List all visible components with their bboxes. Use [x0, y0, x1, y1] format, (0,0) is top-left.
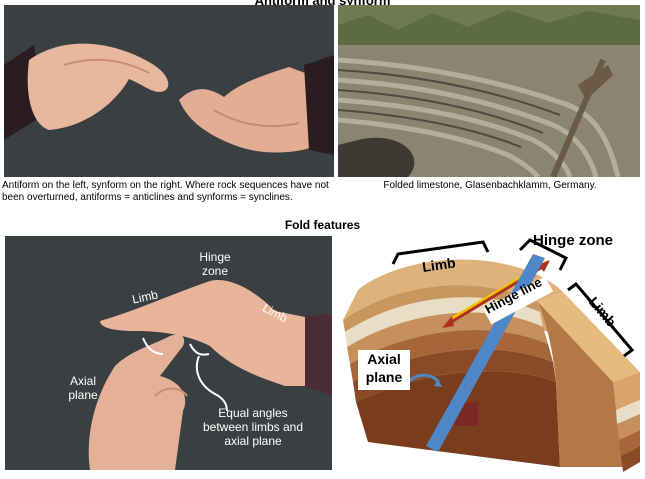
top-title: Antiform and synform: [254, 0, 391, 8]
caption-left: Antiform on the left, synform on the rig…: [2, 180, 329, 203]
hands-antiform-synform-photo: [4, 5, 334, 177]
section-title: Fold features: [284, 218, 361, 232]
label-block-hinge-zone: Hinge zone: [533, 232, 613, 249]
label-block-limb-top: Limb: [421, 254, 456, 275]
folded-limestone-photo: [338, 5, 640, 177]
caption-right: Folded limestone, Glasenbachklamm, Germa…: [383, 180, 597, 191]
label-equal-angles: Equal angles between limbs and axial pla…: [202, 406, 304, 448]
